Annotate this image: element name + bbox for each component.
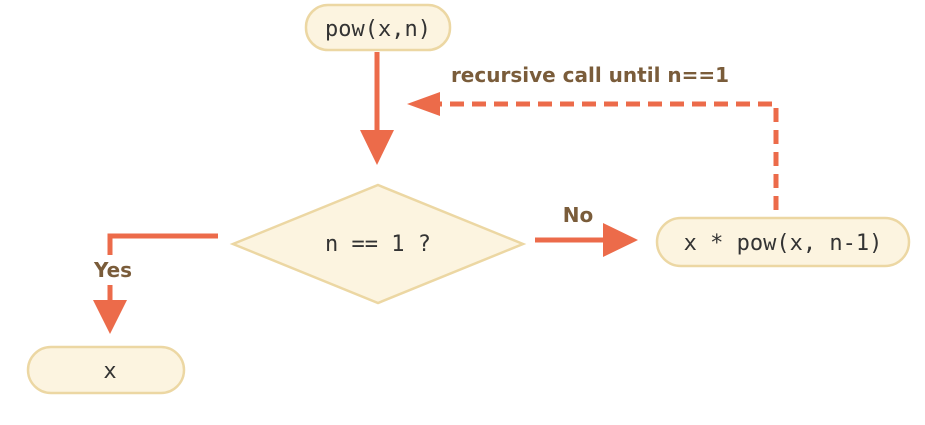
arrow-start-to-decision-head — [360, 130, 394, 165]
no-label: No — [563, 203, 593, 227]
arrow-recursive-call: recursive call until n==1 — [407, 63, 779, 210]
arrow-yes: Yes — [93, 233, 218, 334]
result-node-shape — [26, 345, 186, 395]
yes-label: Yes — [93, 258, 132, 282]
result-node-label: x — [103, 359, 116, 384]
recurse-node-shape — [655, 216, 911, 268]
result-node: x — [26, 345, 186, 395]
start-node-shape — [304, 3, 452, 52]
recurse-node-label: x * pow(x, n-1) — [684, 231, 883, 256]
start-node: pow(x,n) — [304, 3, 452, 52]
decision-node-shape — [229, 183, 527, 305]
recurse-node: x * pow(x, n-1) — [655, 216, 911, 268]
arrow-recursive-call-line — [440, 101, 779, 210]
start-node-label: pow(x,n) — [325, 17, 431, 42]
decision-node-label: n == 1 ? — [325, 232, 431, 257]
arrow-yes-head — [93, 300, 127, 334]
arrow-no: No — [535, 203, 638, 257]
arrow-no-head — [603, 223, 638, 257]
arrow-start-to-decision — [360, 52, 394, 165]
recursive-call-label: recursive call until n==1 — [451, 63, 729, 87]
arrow-recursive-call-head — [407, 92, 440, 116]
decision-node: n == 1 ? — [229, 183, 527, 305]
arrow-yes-line-top — [107, 233, 218, 255]
